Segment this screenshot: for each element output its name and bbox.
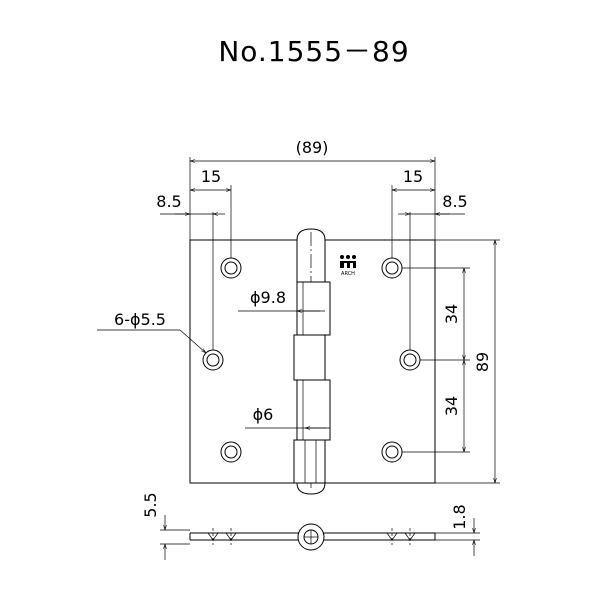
dim-right-offset: 8.5 <box>442 192 467 211</box>
dim-left-offset: 8.5 <box>156 192 181 211</box>
right-dimensions: 34 34 89 <box>402 239 500 484</box>
dim-holes: 6‐ϕ5.5 <box>114 310 166 329</box>
mounting-hole <box>220 441 242 463</box>
dim-plate-thickness: 1.8 <box>450 504 469 529</box>
top-dimensions: (89) 15 15 8.5 8.5 <box>156 138 468 350</box>
dim-pin-diameter: ϕ6 <box>253 405 274 424</box>
hinge-side-view: 5.5 1.8 <box>141 492 480 560</box>
hinge-front-view: ARCH <box>189 228 436 495</box>
dim-left-top: 15 <box>201 167 221 186</box>
dim-right-top: 15 <box>403 167 423 186</box>
drawing-title: No.1555－89 <box>218 35 409 68</box>
dim-height: 89 <box>473 352 492 372</box>
mounting-hole <box>399 349 421 371</box>
dim-hole-pitch-lower: 34 <box>442 396 461 416</box>
mounting-hole <box>220 257 242 279</box>
dim-side-height: 5.5 <box>141 492 160 517</box>
mounting-hole <box>381 441 403 463</box>
hinge-knuckle <box>293 228 331 495</box>
logo-text: ARCH <box>341 271 355 277</box>
dim-knuckle-diameter: ϕ9.8 <box>250 288 286 307</box>
dim-hole-pitch-upper: 34 <box>442 304 461 324</box>
arch-logo: ARCH <box>340 255 356 277</box>
leaders: ϕ9.8 6‐ϕ5.5 ϕ6 <box>97 288 330 428</box>
dim-overall-width: (89) <box>296 138 329 157</box>
right-leaf <box>313 239 436 484</box>
mounting-hole <box>381 257 403 279</box>
